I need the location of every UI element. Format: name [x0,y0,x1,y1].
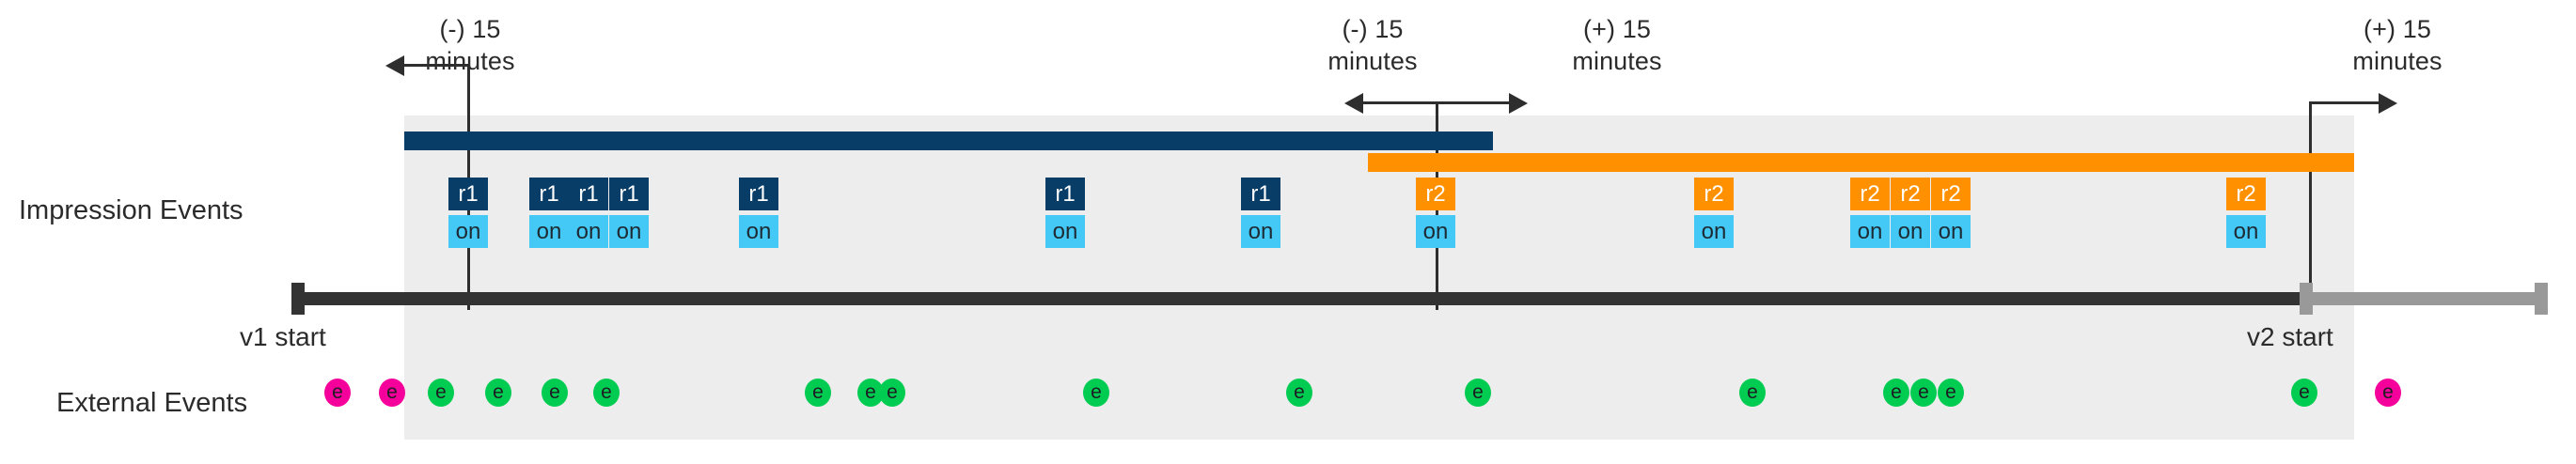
impression-events-row-label: Impression Events [19,195,243,225]
external-event-dot[interactable]: e [1465,379,1491,407]
callout-tick-right-plus [2309,101,2312,310]
impression-request-badge[interactable]: r2 [1931,178,1971,210]
impression-request-badge[interactable]: r2 [1891,178,1930,210]
external-events-row-label: External Events [56,388,248,418]
impression-state-badge[interactable]: on [609,215,649,248]
external-event-dot[interactable]: e [542,379,568,407]
callout-arm-right-plus [2309,101,2379,104]
range-bar-r2-window [1368,153,2354,172]
external-event-dot[interactable]: e [1883,379,1909,407]
impression-request-badge[interactable]: r1 [609,178,649,210]
external-event-dot[interactable]: e [2291,379,2317,407]
external-event-dot[interactable]: e [1083,379,1109,407]
impression-state-badge[interactable]: on [1694,215,1734,248]
callout-label-mid-plus: (+) 15 minutes [1572,15,1662,75]
impression-state-badge[interactable]: on [1241,215,1280,248]
external-event-dot[interactable]: e [2375,379,2401,407]
impression-request-badge[interactable]: r2 [1416,178,1455,210]
callout-label-mid-minus: (-) 15 minutes [1327,15,1418,75]
impression-state-badge[interactable]: on [529,215,569,248]
impression-request-badge[interactable]: r2 [2226,178,2266,210]
axis-cap-v2-end-cap [2535,283,2548,315]
axis-segment-v1-segment [291,292,2300,305]
external-event-dot[interactable]: e [324,379,351,407]
callout-arm-left-minus [404,64,467,67]
callout-label-left-minus: (-) 15 minutes [425,15,515,75]
range-bar-r1-window [404,131,1493,150]
impression-request-badge[interactable]: r1 [1241,178,1280,210]
external-event-dot[interactable]: e [879,379,905,407]
axis-caption-v2-start: v2 start [2247,322,2333,351]
external-event-dot[interactable]: e [1910,379,1937,407]
callout-arrowhead-mid-left [1344,93,1363,114]
impression-state-badge[interactable]: on [1931,215,1971,248]
impression-state-badge[interactable]: on [739,215,778,248]
impression-state-badge[interactable]: on [569,215,608,248]
external-event-dot[interactable]: e [1739,379,1766,407]
external-event-dot[interactable]: e [1938,379,1964,407]
callout-arm-mid [1363,101,1509,104]
impression-state-badge[interactable]: on [2226,215,2266,248]
callout-arrowhead-right-plus [2379,93,2397,114]
impression-state-badge[interactable]: on [1850,215,1890,248]
external-event-dot[interactable]: e [1286,379,1312,407]
external-event-dot[interactable]: e [805,379,831,407]
external-event-dot[interactable]: e [857,379,884,407]
impression-request-badge[interactable]: r1 [569,178,608,210]
external-event-dot[interactable]: e [379,379,405,407]
callout-label-right-plus: (+) 15 minutes [2352,15,2442,75]
impression-request-badge[interactable]: r2 [1694,178,1734,210]
impression-request-badge[interactable]: r2 [1850,178,1890,210]
impression-state-badge[interactable]: on [1416,215,1455,248]
impression-state-badge[interactable]: on [1045,215,1085,248]
callout-arrowhead-left-minus [385,55,404,76]
impression-state-badge[interactable]: on [448,215,488,248]
axis-cap-v1-start-cap [291,283,305,315]
external-event-dot[interactable]: e [485,379,511,407]
axis-segment-v2-segment [2300,292,2548,305]
impression-request-badge[interactable]: r1 [448,178,488,210]
axis-cap-v2-start-cap [2300,283,2313,315]
impression-request-badge[interactable]: r1 [529,178,569,210]
external-event-dot[interactable]: e [428,379,454,407]
impression-request-badge[interactable]: r1 [739,178,778,210]
callout-arrowhead-mid-right [1509,93,1528,114]
impression-state-badge[interactable]: on [1891,215,1930,248]
axis-caption-v1-start: v1 start [240,322,326,351]
impression-request-badge[interactable]: r1 [1045,178,1085,210]
external-event-dot[interactable]: e [593,379,620,407]
